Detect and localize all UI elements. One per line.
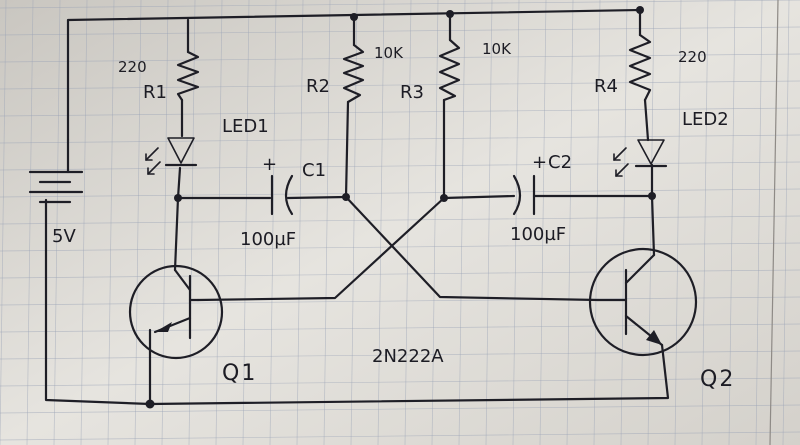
q2-name: Q2 [700,367,735,392]
c1-polarity: + [262,154,277,175]
led1-name: LED1 [222,116,269,137]
r4-name: R4 [594,76,618,97]
r2-value: 10K [374,44,404,62]
transistor-q2 [588,247,698,357]
resistor-r4 [628,33,652,102]
transistor-part-label: 2N222A [372,346,444,367]
led2-name: LED2 [682,109,729,130]
capacitor-c1 [270,174,294,216]
q1-name: Q1 [222,361,257,386]
r1-value: 220 [118,58,147,76]
margin-line [769,0,779,445]
capacitor-c2 [512,174,536,216]
led1-symbol [145,137,198,175]
resistor-r3 [438,38,461,102]
junction-dots [145,6,656,409]
resistor-r1 [176,50,200,102]
r3-name: R3 [400,82,424,103]
r1-name: R1 [143,82,167,103]
c1-value: 100µF [240,229,296,250]
c2-polarity: + [532,152,547,173]
r3-value: 10K [482,40,512,58]
resistor-r2 [342,43,365,104]
supply-label: 5V [52,226,76,247]
c2-name: C2 [548,152,572,173]
r4-value: 220 [678,48,707,66]
battery-symbol [28,170,84,204]
c1-name: C1 [302,160,326,181]
transistor-q1 [128,264,224,360]
led2-symbol [613,139,668,177]
c2-value: 100µF [510,224,566,245]
r2-name: R2 [306,76,330,97]
